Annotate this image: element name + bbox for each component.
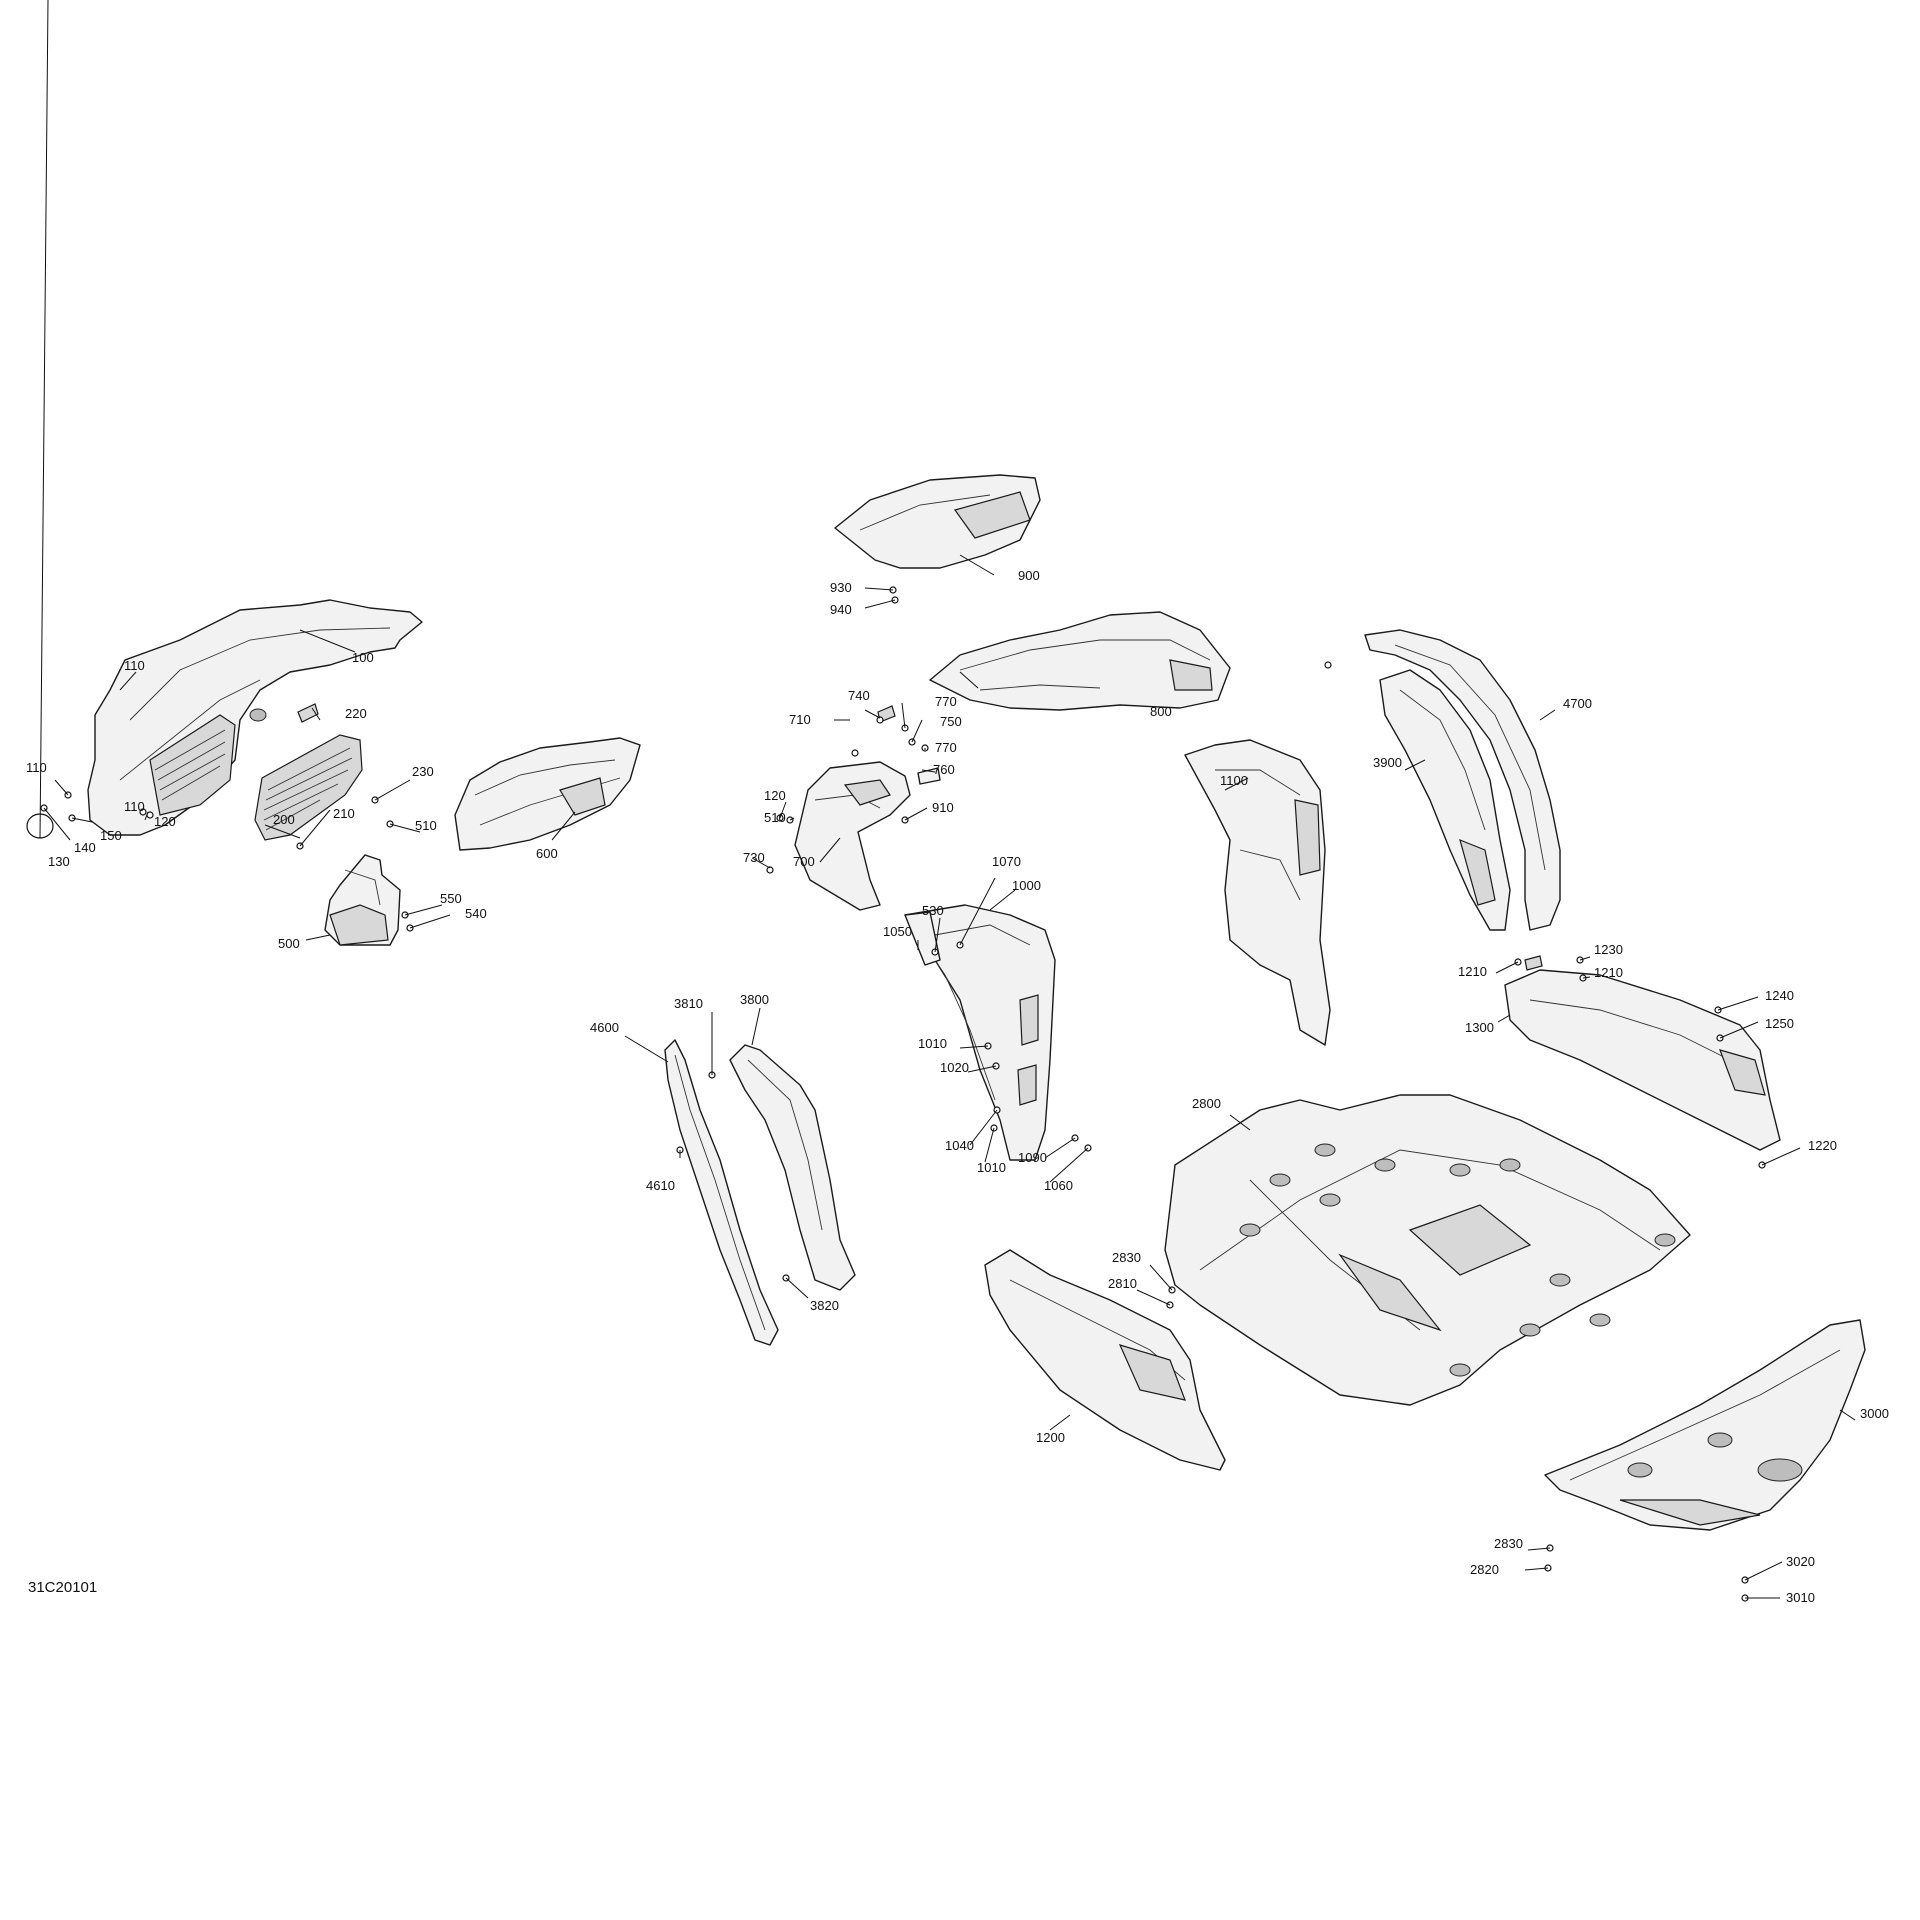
part-600-front-inner [454, 737, 641, 851]
part-500-bracket [324, 854, 401, 946]
callout-510: 510 [415, 818, 437, 833]
part-1100-fender-inner [1184, 739, 1331, 1046]
callout-110: 110 [124, 799, 145, 814]
part-1200-rocker-panel [984, 1249, 1226, 1471]
part-900-instrument-cover [834, 474, 1041, 569]
part-1300-side-sill [1504, 969, 1781, 1151]
part-1210-clip [1524, 955, 1543, 971]
part-4600-pillar-strip [664, 1039, 779, 1346]
callout-1250: 1250 [1765, 1016, 1794, 1031]
part-3800-pillar-trim [729, 1044, 856, 1291]
callout-540: 540 [465, 906, 487, 921]
part-2800-skid-plate [1164, 1094, 1691, 1406]
callout-1100: 1100 [1220, 773, 1248, 788]
callout-100: 100 [352, 650, 374, 665]
callout-940: 940 [830, 602, 852, 617]
callout-750: 750 [940, 714, 962, 729]
callout-2820: 2820 [1470, 1562, 1499, 1577]
part-200-grille [254, 734, 363, 841]
callout-730: 730 [743, 850, 765, 865]
callout-1020: 1020 [940, 1060, 969, 1075]
callout-930: 930 [830, 580, 852, 595]
callout-230: 230 [412, 764, 434, 779]
callout-1210: 1210 [1458, 964, 1487, 979]
callout-500: 500 [278, 936, 300, 951]
callout-110: 110 [26, 760, 47, 775]
part-4700-fender-flare [1364, 629, 1561, 931]
part-800-dash-top [929, 611, 1231, 711]
callout-1010: 1010 [918, 1036, 947, 1051]
callout-900: 900 [1018, 568, 1040, 583]
callout-3800: 3800 [740, 992, 769, 1007]
callout-1090: 1090 [1018, 1150, 1047, 1165]
callout-800: 800 [1150, 704, 1172, 719]
callout-530: 530 [922, 903, 944, 918]
callout-760: 760 [933, 762, 955, 777]
callout-labels: 110 100 110 110 120 150 140 130 220 230 … [26, 568, 1889, 1605]
callout-120: 120 [154, 814, 176, 829]
callout-1060: 1060 [1044, 1178, 1073, 1193]
callout-140: 140 [74, 840, 96, 855]
callout-3010: 3010 [1786, 1590, 1815, 1605]
callout-130: 130 [48, 854, 70, 869]
callout-1210: 1210 [1594, 965, 1623, 980]
callout-2810: 2810 [1108, 1276, 1137, 1291]
callout-3020: 3020 [1786, 1554, 1815, 1569]
callout-710: 710 [789, 712, 811, 727]
callout-700: 700 [793, 854, 815, 869]
diagram-code: 31C20101 [28, 1579, 97, 1596]
part-700-dash-panel [794, 761, 911, 911]
callout-1300: 1300 [1465, 1020, 1494, 1035]
callout-770: 770 [935, 694, 957, 709]
callout-150: 150 [100, 828, 122, 843]
callout-510: 510 [764, 810, 786, 825]
callout-550: 550 [440, 891, 462, 906]
part-220-clip [297, 703, 319, 723]
callout-4700: 4700 [1563, 696, 1592, 711]
callout-220: 220 [345, 706, 367, 721]
callout-1200: 1200 [1036, 1430, 1065, 1445]
callout-2800: 2800 [1192, 1096, 1221, 1111]
callout-210: 210 [333, 806, 355, 821]
callout-1230: 1230 [1594, 942, 1623, 957]
part-1000-console-pillar [904, 904, 1056, 1161]
callout-110: 110 [124, 658, 145, 673]
part-100-front-fascia [87, 599, 423, 836]
callout-2830: 2830 [1112, 1250, 1141, 1265]
callout-2830: 2830 [1494, 1536, 1523, 1551]
callout-1050: 1050 [883, 924, 912, 939]
callout-1010: 1010 [977, 1160, 1006, 1175]
callout-4610: 4610 [646, 1178, 675, 1193]
callout-1000: 1000 [1012, 878, 1041, 893]
callout-600: 600 [536, 846, 558, 861]
callout-4600: 4600 [590, 1020, 619, 1035]
callout-3900: 3900 [1373, 755, 1402, 770]
callout-1240: 1240 [1765, 988, 1794, 1003]
leader-lines [39, 0, 1856, 1599]
callout-740: 740 [848, 688, 870, 703]
callout-770: 770 [935, 740, 957, 755]
callout-1040: 1040 [945, 1138, 974, 1153]
part-3000-rear-skid [1544, 1319, 1866, 1531]
part-3900-rear-fender [1379, 669, 1511, 931]
callout-3810: 3810 [674, 996, 703, 1011]
callout-120: 120 [764, 788, 786, 803]
callout-1070: 1070 [992, 854, 1021, 869]
callout-3000: 3000 [1860, 1406, 1889, 1421]
callout-3820: 3820 [810, 1298, 839, 1313]
callout-1220: 1220 [1808, 1138, 1837, 1153]
callout-910: 910 [932, 800, 954, 815]
callout-200: 200 [273, 812, 295, 827]
